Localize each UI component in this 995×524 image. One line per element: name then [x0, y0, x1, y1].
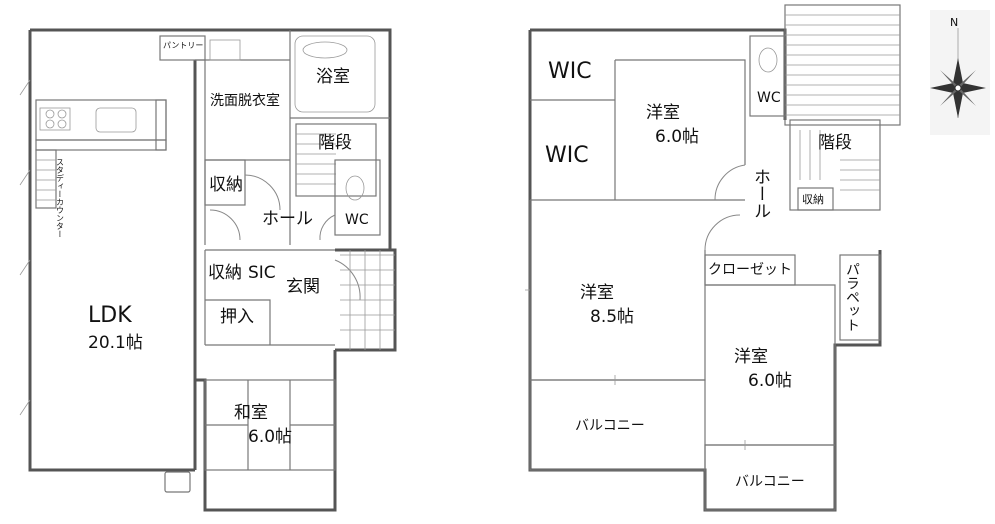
oshiire-label: 押入 — [220, 307, 254, 327]
study-counter-label: スタディーカウンター — [56, 158, 65, 238]
room-b-size: 8.5帖 — [590, 307, 634, 327]
washitsu-size: 6.0帖 — [248, 427, 292, 447]
wic-top-label: WIC — [548, 59, 592, 84]
balcony-left-label: バルコニー — [575, 418, 645, 434]
compass-north-label: N — [950, 16, 958, 29]
washroom-label: 洗面脱衣室 — [210, 92, 280, 109]
sic-label: SIC — [248, 263, 276, 283]
room-c-label: 洋室 — [734, 347, 768, 367]
wic-mid-label: WIC — [545, 143, 589, 168]
wc-2f-label: WC — [757, 90, 781, 106]
washitsu-tatami — [204, 379, 336, 471]
wc-1f-label: WC — [345, 212, 369, 228]
ldk-size: 20.1帖 — [88, 333, 143, 353]
storage-2f-label: 収納 — [802, 193, 824, 206]
bath-label: 浴室 — [316, 67, 350, 87]
storage-sic-label: 収納 — [208, 263, 242, 283]
kitchen — [35, 99, 167, 151]
stairs-2f-label: 階段 — [818, 133, 852, 153]
floor-2-plan — [525, 4, 901, 512]
entrance-label: 玄関 — [286, 277, 320, 297]
hall-1f-label: ホール — [262, 209, 313, 229]
compass-rose-icon — [930, 10, 990, 135]
room-a-size: 6.0帖 — [655, 127, 699, 147]
stairs-1f-label: 階段 — [318, 133, 352, 153]
pantry-label: パントリー — [163, 41, 203, 50]
closet-label: クローゼット — [708, 262, 792, 278]
stairs-2f — [789, 119, 881, 211]
parapet-label: パラペット — [844, 262, 860, 332]
ldk-label: LDK — [88, 303, 132, 328]
hall-2f-label: ホール — [750, 168, 770, 219]
floor-1-plan — [19, 28, 397, 512]
study-counter — [35, 149, 57, 209]
room-c-size: 6.0帖 — [748, 371, 792, 391]
entrance-tiles — [340, 250, 395, 350]
washitsu-label: 和室 — [234, 403, 268, 423]
room-b-label: 洋室 — [580, 283, 614, 303]
storage-1f-label: 収納 — [209, 175, 243, 195]
balcony-right-label: バルコニー — [735, 474, 805, 490]
room-a-label: 洋室 — [646, 103, 680, 123]
exterior-deck — [784, 4, 901, 126]
